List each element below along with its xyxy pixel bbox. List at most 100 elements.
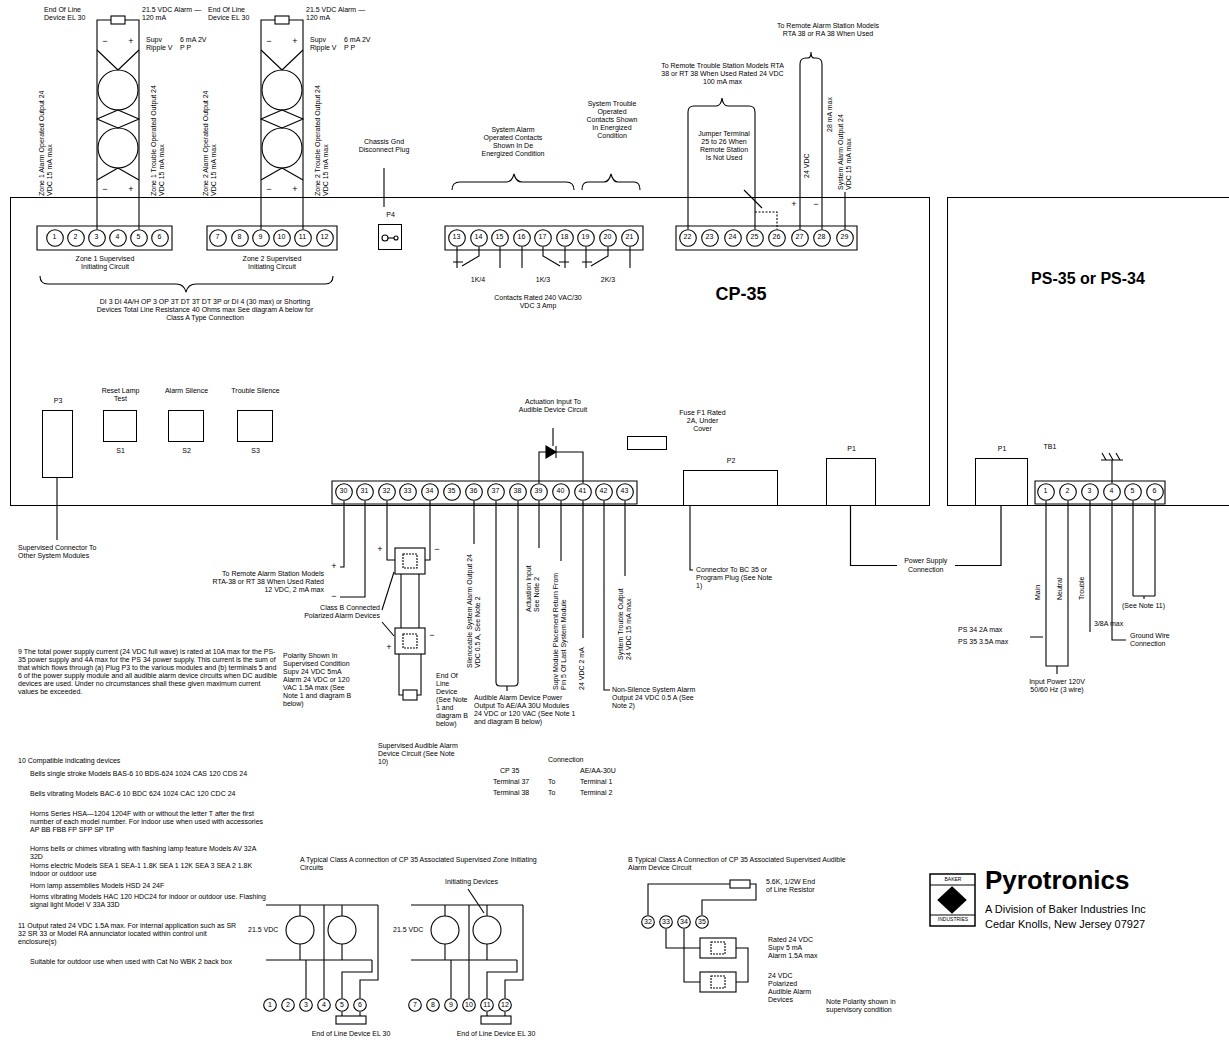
terminal-circle [445, 999, 458, 1012]
terminal-number: 35 [443, 487, 461, 495]
company-detail: A Division of Baker Industries Inc [985, 903, 1215, 916]
terminal: 1 [46, 229, 64, 247]
terminal-circle [491, 229, 508, 246]
terminal-number: 40 [552, 487, 570, 495]
table-cell: To [548, 789, 568, 797]
terminal-circle [746, 229, 764, 247]
annotation-text: Input Power 120V 50/60 Hz (3 wire) [1022, 678, 1092, 694]
polarity-sign: − [812, 199, 820, 209]
terminal-number: 2 [1059, 487, 1077, 495]
terminal-circle [409, 999, 422, 1012]
terminal: 5 [130, 229, 148, 247]
terminal-circle [677, 915, 691, 929]
terminal-circle [264, 999, 277, 1012]
vertical-annotation: System Alarm Output 24 VDC 15 mA max [837, 112, 853, 190]
annotation-text: To Remote Alarm Station Models RTA 38 or… [776, 22, 880, 38]
brace [40, 276, 333, 292]
table-cell: To [548, 778, 568, 786]
terminal-number: 39 [530, 487, 548, 495]
terminal-circle [487, 483, 504, 500]
terminal: 5 [335, 998, 349, 1012]
terminal: 22 [679, 229, 697, 247]
connector: P2 [683, 470, 778, 506]
annotation-text: Non-Silence System Alarm Output 24 VDC 0… [612, 686, 707, 710]
detector-symbol [473, 916, 501, 944]
note-text: 9 The total power supply current (24 VDC… [18, 648, 280, 696]
vertical-annotation: Zone 1 Alarm Operated Output 24 VDC 15 m… [38, 84, 54, 196]
terminal-number: 18 [556, 233, 574, 241]
terminal-number: 43 [616, 487, 634, 495]
terminal: 2 [67, 229, 85, 247]
terminal-circle [701, 229, 719, 247]
connector-line [851, 506, 1002, 566]
alarm-device [700, 972, 736, 992]
terminal: 38 [509, 483, 527, 501]
polarity-sign: − [101, 184, 109, 194]
terminal: 41 [574, 483, 592, 501]
terminal-number: 22 [679, 233, 697, 241]
polarity-sign: + [127, 184, 135, 194]
terminal: 33 [659, 915, 673, 929]
terminal-circle [448, 229, 466, 247]
terminal: 4 [317, 998, 331, 1012]
terminal-circle [724, 229, 741, 246]
figure-caption: B Typical Class A Connection of CP 35 As… [628, 856, 858, 872]
terminal-circle [273, 229, 291, 247]
terminal: 25 [746, 229, 764, 247]
terminal-circle [408, 998, 422, 1012]
terminal-number: 7 [209, 233, 227, 241]
terminal-circle [552, 483, 570, 501]
terminal-number: 5 [130, 233, 148, 241]
terminal: 11 [294, 229, 312, 247]
terminal: 8 [426, 998, 440, 1012]
terminal-number: 9 [444, 1001, 458, 1009]
terminal-circle [660, 916, 673, 929]
terminal-circle [509, 483, 527, 501]
terminal-number: 34 [677, 918, 691, 926]
terminal-circle [470, 229, 488, 247]
switch-name: S1 [104, 447, 138, 455]
terminal: 30 [335, 483, 353, 501]
terminal-circle [316, 229, 333, 246]
table-cell: CP 35 [500, 767, 540, 775]
terminal-circle [696, 916, 709, 929]
loop-wire [97, 20, 139, 229]
terminal-circle [595, 483, 613, 501]
terminal: 1 [1037, 483, 1055, 501]
terminal: 2 [1059, 483, 1077, 501]
terminal-circle [294, 229, 311, 246]
terminal-number: 3 [299, 1001, 313, 1009]
terminal-circle [724, 229, 742, 247]
terminal: 43 [616, 483, 634, 501]
terminal: 10 [273, 229, 291, 247]
annotation-text: To Remote Trouble Station Models RTA 38 … [660, 62, 785, 86]
diode-wire [539, 428, 583, 483]
terminal-number: 15 [491, 233, 509, 241]
vertical-annotation: Silenceable System Alarm Output 24 VDC 0… [466, 548, 482, 668]
eol-device [481, 1016, 511, 1024]
terminal-circle [556, 229, 573, 246]
note-text: 10 Compatible indicating devices [18, 757, 268, 765]
terminal: 7 [209, 229, 227, 247]
terminal-number: 16 [513, 233, 531, 241]
terminal: 3 [1081, 483, 1099, 501]
terminal: 20 [599, 229, 617, 247]
leader-line [474, 501, 625, 691]
annotation-text: Audible Alarm Device Power Output To AE/… [474, 694, 578, 726]
terminal-number: 42 [595, 487, 613, 495]
terminal: 9 [252, 229, 270, 247]
terminal-number: 27 [791, 233, 809, 241]
connector: P1 [826, 458, 876, 506]
annotation-text: Supervised Audible Alarm Device Circuit … [378, 742, 458, 766]
plug-name: P4 [379, 211, 403, 219]
annotation-text: 21.5 VDC Alarm — 120 mA [142, 6, 202, 22]
detector-wire [261, 50, 303, 180]
terminal-number: 6 [353, 1001, 367, 1009]
leader-line [382, 572, 394, 636]
annotation-text: System Alarm Operated Contacts Shown In … [477, 126, 549, 158]
terminal-circle [88, 229, 105, 246]
annotation-text: Supv Ripple V [310, 36, 340, 52]
table-cell: Connection [548, 756, 598, 764]
